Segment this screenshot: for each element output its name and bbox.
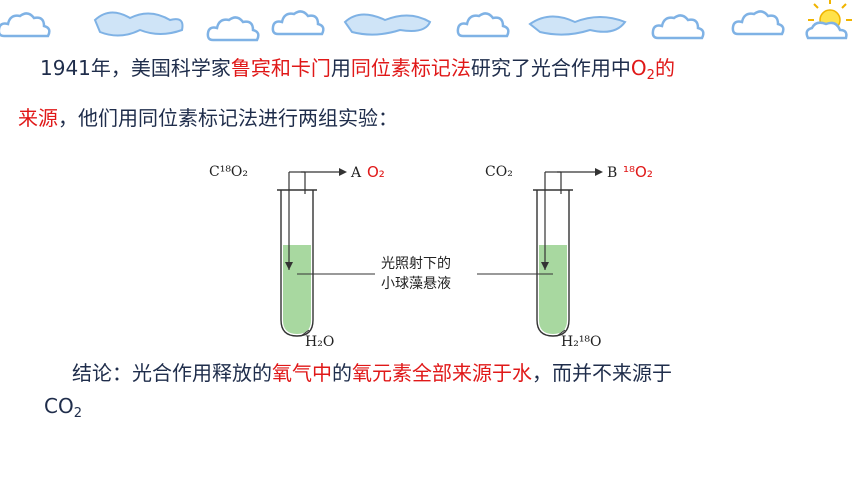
co2-subscript: 2 (73, 406, 82, 421)
left-input-label: C¹⁸O₂ (209, 164, 248, 180)
experiment-diagram: C¹⁸O₂ A O₂ H₂O CO₂ B ¹⁸O₂ H₂¹⁸O 光照射下的 小球… (209, 163, 653, 350)
conclusion-text: 结论：光合作用释放的 (72, 361, 272, 385)
right-input-label: CO₂ (485, 164, 513, 180)
left-test-tube (277, 168, 347, 337)
intro-line-1: 1941年，美国科学家鲁宾和卡门用同位素标记法研究了光合作用中O2的 (40, 50, 675, 86)
suspension-label-line2: 小球藻悬液 (381, 276, 451, 292)
cloud-icon (206, 16, 260, 42)
left-water-label: H₂O (305, 334, 334, 350)
source-word: 来源 (18, 106, 58, 130)
right-output-letter: B (607, 165, 617, 181)
cloud-icon (0, 12, 51, 38)
oxygen-formula: O2 (630, 56, 655, 83)
sun-icon (805, 0, 852, 40)
conclusion-line-2: CO2 (44, 388, 82, 424)
left-output-letter: A (350, 165, 362, 181)
cloud-icon (343, 13, 432, 36)
left-output-formula: O₂ (367, 163, 385, 181)
cloud-icon (456, 12, 510, 38)
intro-text: 研究了光合作用中 (470, 56, 631, 80)
conclusion-line-1: 结论：光合作用释放的氧气中的氧元素全部来源于水，而并不来源于 (72, 355, 672, 391)
suspension-label-line1: 光照射下的 (381, 256, 451, 272)
source-highlight: 氧元素全部来源于水 (352, 361, 532, 385)
cloud-icon (731, 10, 785, 36)
right-output-formula: ¹⁸O₂ (623, 163, 653, 181)
intro-text: 1941年，美国科学家 (40, 56, 231, 80)
conclusion-text: 的 (332, 361, 352, 385)
cloud-icon (528, 15, 627, 36)
co2-formula: CO (44, 394, 74, 418)
intro-line-2: 来源，他们用同位素标记法进行两组实验： (18, 100, 398, 136)
cloud-icon (651, 14, 705, 40)
cloud-banner (0, 0, 852, 42)
cloud-icon (271, 10, 325, 36)
scientists-name: 鲁宾和卡门 (230, 56, 331, 80)
right-water-label: H₂¹⁸O (561, 334, 602, 350)
conclusion-text: ，而并不来源于 (532, 361, 672, 385)
method-name: 同位素标记法 (350, 56, 471, 80)
intro-text: ，他们用同位素标记法进行两组实验： (58, 106, 398, 130)
oxygen-highlight: 氧气中 (272, 361, 332, 385)
intro-text: 的 (654, 56, 675, 80)
right-test-tube (533, 168, 603, 337)
intro-text: 用 (330, 56, 351, 80)
cloud-icon (93, 11, 184, 37)
